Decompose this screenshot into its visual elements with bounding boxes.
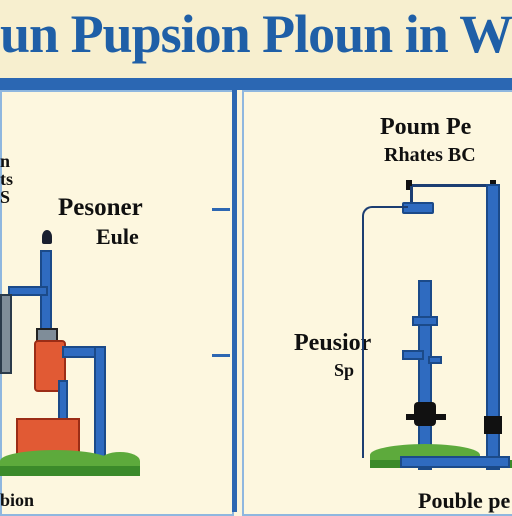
label-bottom-right: Pouble pe	[418, 488, 511, 513]
valve-marker	[42, 230, 52, 244]
grass-right	[100, 452, 140, 470]
label-pesoner: Pesoner	[58, 194, 143, 221]
diagram-title: un Pupsion Ploun in W	[0, 4, 512, 64]
pump-side-tap	[402, 350, 424, 360]
right-pump-apparatus	[242, 170, 512, 512]
base-plate	[400, 456, 510, 468]
right-panel	[242, 90, 512, 516]
label-bottom-left: bion	[0, 490, 35, 510]
column-joint	[484, 416, 502, 434]
ground-strip	[0, 466, 140, 476]
tall-column	[486, 184, 500, 470]
pump-right-tap	[428, 356, 442, 364]
tick-upper	[212, 208, 230, 211]
drop-pipe	[410, 186, 413, 208]
left-pump-apparatus	[0, 240, 230, 512]
label-eule: Eule	[96, 224, 139, 249]
outlet-box	[0, 294, 12, 374]
pump-column	[418, 280, 432, 470]
pump-column-band	[412, 316, 438, 326]
right-vertical-pipe	[94, 346, 106, 464]
label-sp: Sp	[334, 360, 355, 380]
hose-loop	[362, 206, 408, 458]
center-divider	[232, 90, 237, 512]
title-underline	[0, 78, 512, 90]
tick-lower	[212, 354, 230, 357]
top-crossbar	[406, 184, 500, 187]
header	[0, 0, 512, 82]
label-peusior: Peusior	[294, 330, 372, 356]
label-top-left: n ts S	[0, 151, 13, 207]
crossbar-end-left	[406, 180, 412, 190]
pump-motor-arm	[406, 414, 446, 420]
label-poum-pe: Poum Pe	[380, 114, 472, 140]
label-rhates: Rhates BC	[384, 144, 476, 166]
left-elbow-pipe	[8, 286, 48, 296]
